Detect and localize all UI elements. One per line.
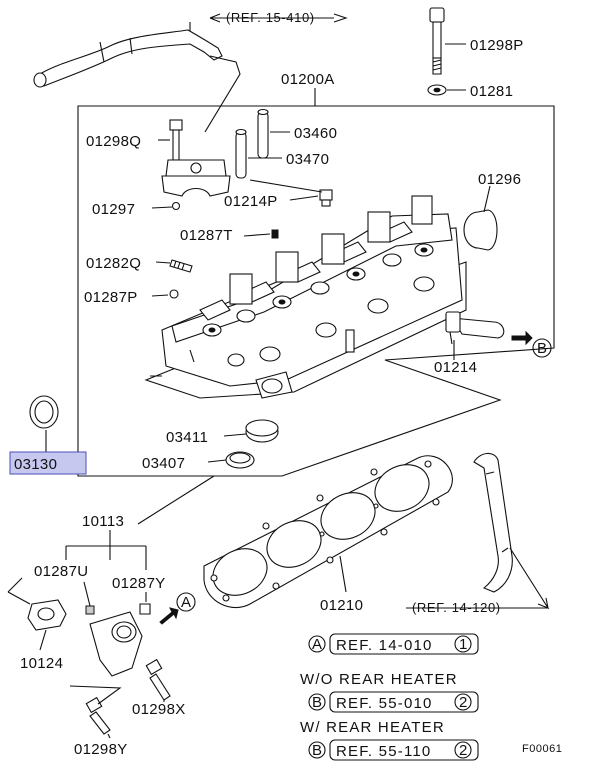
- plug-01296-icon: [463, 209, 498, 251]
- highlight-03130[interactable]: [9, 451, 87, 475]
- assembly-frame: [77, 105, 555, 477]
- heater-pipe-icon: [39, 29, 223, 87]
- fitting-01214-icon: [445, 311, 505, 345]
- pin-01287T-icon: [271, 229, 279, 239]
- label-01281: 01281: [470, 83, 513, 100]
- legend-a-marker: A: [312, 636, 322, 653]
- pin-01287U-icon: [85, 605, 95, 615]
- label-01200A: 01200A: [281, 71, 335, 88]
- valve-guide-03470-icon: [235, 128, 247, 179]
- label-01210: 01210: [320, 597, 363, 614]
- bolt-01298Q-icon: [169, 119, 183, 161]
- label-01296: 01296: [478, 171, 521, 188]
- cap-bracket-icon: [161, 159, 231, 197]
- legend: A REF. 14-010 1 W/O REAR HEATER B REF. 5…: [300, 633, 479, 761]
- label-03130: 03130: [14, 456, 57, 473]
- label-03407: 03407: [142, 455, 185, 472]
- gasket-10124-icon: [27, 599, 67, 631]
- thermostat-case-icon: [89, 611, 143, 677]
- bolt-01298X-icon: [145, 658, 171, 701]
- ref-14-120-label: (REF. 14-120): [412, 600, 501, 615]
- label-01214P: 01214P: [224, 193, 278, 210]
- label-01298P: 01298P: [470, 37, 524, 54]
- water-pipe-icon: [473, 452, 513, 593]
- bolt-01298P-icon: [429, 7, 445, 75]
- legend-b2-num: 2: [459, 742, 468, 759]
- fitting-01214P-icon: [319, 189, 333, 207]
- label-01287Y: 01287Y: [112, 575, 166, 592]
- label-01298Y: 01298Y: [74, 741, 128, 758]
- label-01287P: 01287P: [84, 289, 138, 306]
- arrow-to-a-icon: [159, 607, 179, 625]
- label-01287T: 01287T: [180, 227, 233, 244]
- dowel-01297-icon: [171, 201, 181, 211]
- legend-w-heading: W/ REAR HEATER: [300, 719, 445, 736]
- legend-a-num: 1: [459, 636, 468, 653]
- arrow-to-b-icon: [511, 330, 533, 346]
- label-01287U: 01287U: [34, 563, 88, 580]
- label-03460: 03460: [294, 125, 337, 142]
- label-10124: 10124: [20, 655, 63, 672]
- seal-03411-icon: [245, 419, 279, 443]
- legend-b2-marker: B: [312, 742, 322, 759]
- bolt-01298Y-icon: [85, 696, 111, 735]
- cylinder-head-icon: [144, 195, 467, 399]
- ref-pipe-group: (REF. 15-410): [33, 10, 348, 133]
- legend-b1-num: 2: [459, 694, 468, 711]
- ref-15-410-label: (REF. 15-410): [226, 10, 315, 25]
- head-gasket-icon: [203, 455, 453, 609]
- washer-01281-icon: [427, 84, 447, 96]
- label-01282Q: 01282Q: [86, 255, 141, 272]
- pin-01287P-icon: [169, 289, 179, 299]
- legend-b2-ref: REF. 55-110: [336, 743, 431, 760]
- marker-b-top: B: [537, 340, 547, 357]
- legend-b1-marker: B: [312, 694, 322, 711]
- label-10113: 10113: [82, 513, 124, 530]
- marker-a-circle: [176, 592, 196, 612]
- label-03411: 03411: [166, 429, 208, 446]
- valve-guide-03460-icon: [257, 108, 269, 159]
- label-01297: 01297: [92, 201, 135, 218]
- label-01298X: 01298X: [132, 701, 186, 718]
- legend-a-ref: REF. 14-010: [336, 637, 433, 654]
- label-01214: 01214: [434, 359, 477, 376]
- marker-a-diagram: A: [181, 594, 191, 611]
- label-01298Q: 01298Q: [86, 133, 141, 150]
- marker-b-circle: [532, 338, 552, 358]
- legend-b1-ref: REF. 55-010: [336, 695, 433, 712]
- seal-03407-icon: [225, 451, 255, 469]
- figure-code: F00061: [522, 743, 562, 755]
- stud-01282Q-icon: [169, 259, 193, 273]
- stud-01287Y-icon: [139, 603, 151, 615]
- seal-03130-icon: [29, 395, 59, 429]
- legend-wo-heading: W/O REAR HEATER: [300, 671, 458, 688]
- label-03470: 03470: [286, 151, 329, 168]
